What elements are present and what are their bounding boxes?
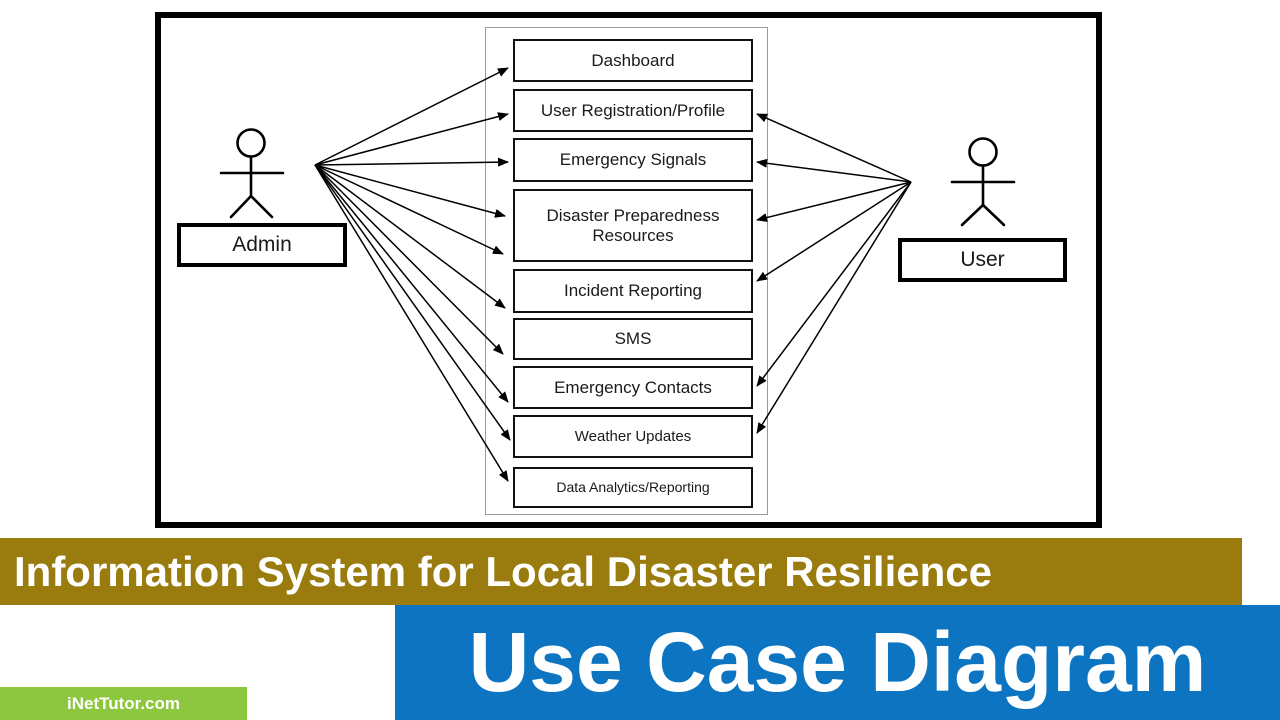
use-case-user-registration-profile: User Registration/Profile bbox=[513, 89, 753, 132]
use-case-weather-updates: Weather Updates bbox=[513, 415, 753, 458]
actor-box-user: User bbox=[898, 238, 1067, 282]
title-banner-text: Information System for Local Disaster Re… bbox=[14, 547, 992, 595]
use-case-emergency-contacts: Emergency Contacts bbox=[513, 366, 753, 409]
actor-label-user: User bbox=[960, 248, 1005, 271]
subtitle-banner: Use Case Diagram bbox=[395, 605, 1280, 720]
subtitle-banner-text: Use Case Diagram bbox=[468, 615, 1207, 709]
watermark-text: iNetTutor.com bbox=[66, 693, 181, 713]
use-case-emergency-signals: Emergency Signals bbox=[513, 138, 753, 182]
use-case-data-analytics-reporting: Data Analytics/Reporting bbox=[513, 467, 753, 508]
use-case-disaster-preparedness-resources: Disaster Preparedness Resources bbox=[513, 189, 753, 262]
watermark-bar: iNetTutor.com bbox=[0, 687, 247, 720]
use-case-sms: SMS bbox=[513, 318, 753, 360]
use-case-dashboard: Dashboard bbox=[513, 39, 753, 82]
use-case-incident-reporting: Incident Reporting bbox=[513, 269, 753, 313]
actor-label-admin: Admin bbox=[232, 233, 292, 256]
actor-box-admin: Admin bbox=[177, 223, 347, 267]
title-banner: Information System for Local Disaster Re… bbox=[0, 538, 1242, 605]
